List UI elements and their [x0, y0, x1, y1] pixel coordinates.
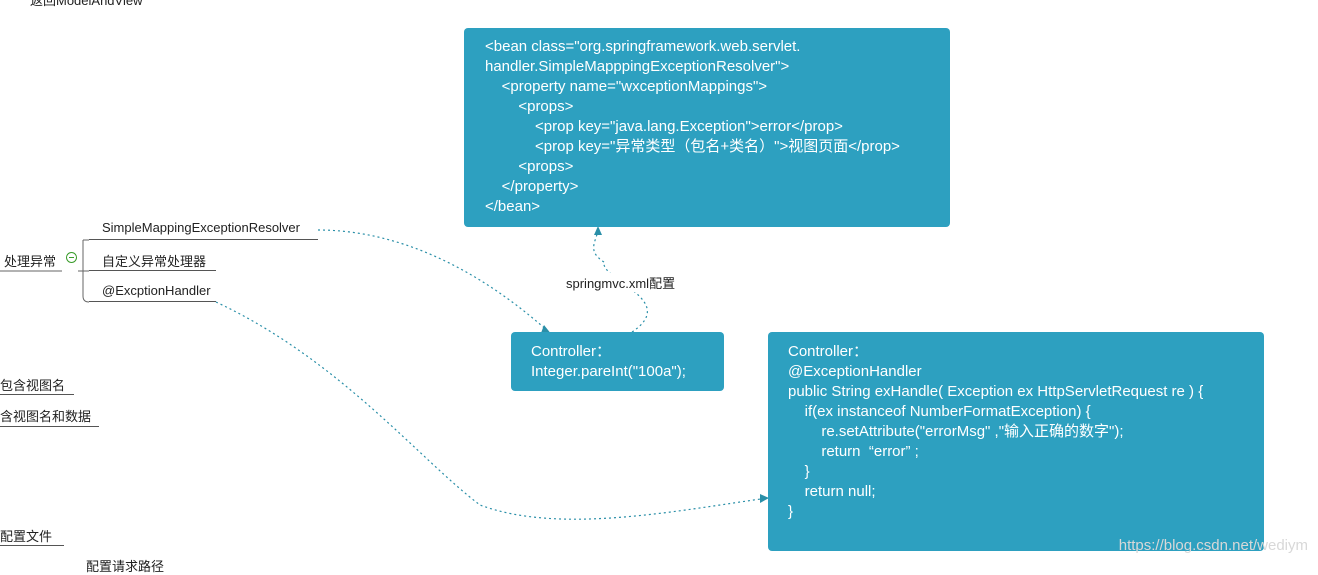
tree-connector	[82, 240, 90, 303]
topic-root[interactable]: 处理异常	[4, 254, 57, 269]
topic-left-item[interactable]: 含视图名和数据	[0, 409, 92, 424]
topic-simplemapping[interactable]: SimpleMappingExceptionResolver	[102, 220, 300, 235]
topic-underline	[89, 270, 216, 271]
topic-exceptionhandler[interactable]: @ExcptionHandler	[102, 283, 211, 298]
note-controller-handler[interactable]: Controller： @ExceptionHandler public Str…	[768, 332, 1264, 551]
arrow-head	[594, 226, 602, 235]
topic-underline	[0, 545, 64, 546]
partial-topic-top: 返回ModelAndView	[30, 0, 143, 8]
watermark-text: https://blog.csdn.net/wediym	[1118, 537, 1308, 554]
note-controller-simple[interactable]: Controller： Integer.pareInt("100a");	[511, 332, 724, 391]
topic-left-item[interactable]: 配置请求路径	[86, 559, 165, 574]
topic-custom-resolver[interactable]: 自定义异常处理器	[102, 254, 207, 269]
edge-label-springmvc: springmvc.xml配置	[566, 273, 676, 292]
topic-left-item[interactable]: 包含视图名	[0, 378, 66, 393]
topic-left-item[interactable]: 配置文件	[0, 529, 53, 544]
arrow-head	[760, 494, 769, 503]
topic-underline	[89, 301, 216, 302]
relation-simplemapping-to-controller	[317, 229, 551, 334]
topic-underline	[0, 426, 99, 427]
note-xml-config[interactable]: <bean class="org.springframework.web.ser…	[464, 28, 950, 227]
topic-underline	[0, 394, 74, 395]
collapse-toggle-icon[interactable]	[66, 252, 77, 263]
topic-underline	[89, 239, 318, 240]
relation-exceptionhandler-to-box	[215, 301, 769, 520]
